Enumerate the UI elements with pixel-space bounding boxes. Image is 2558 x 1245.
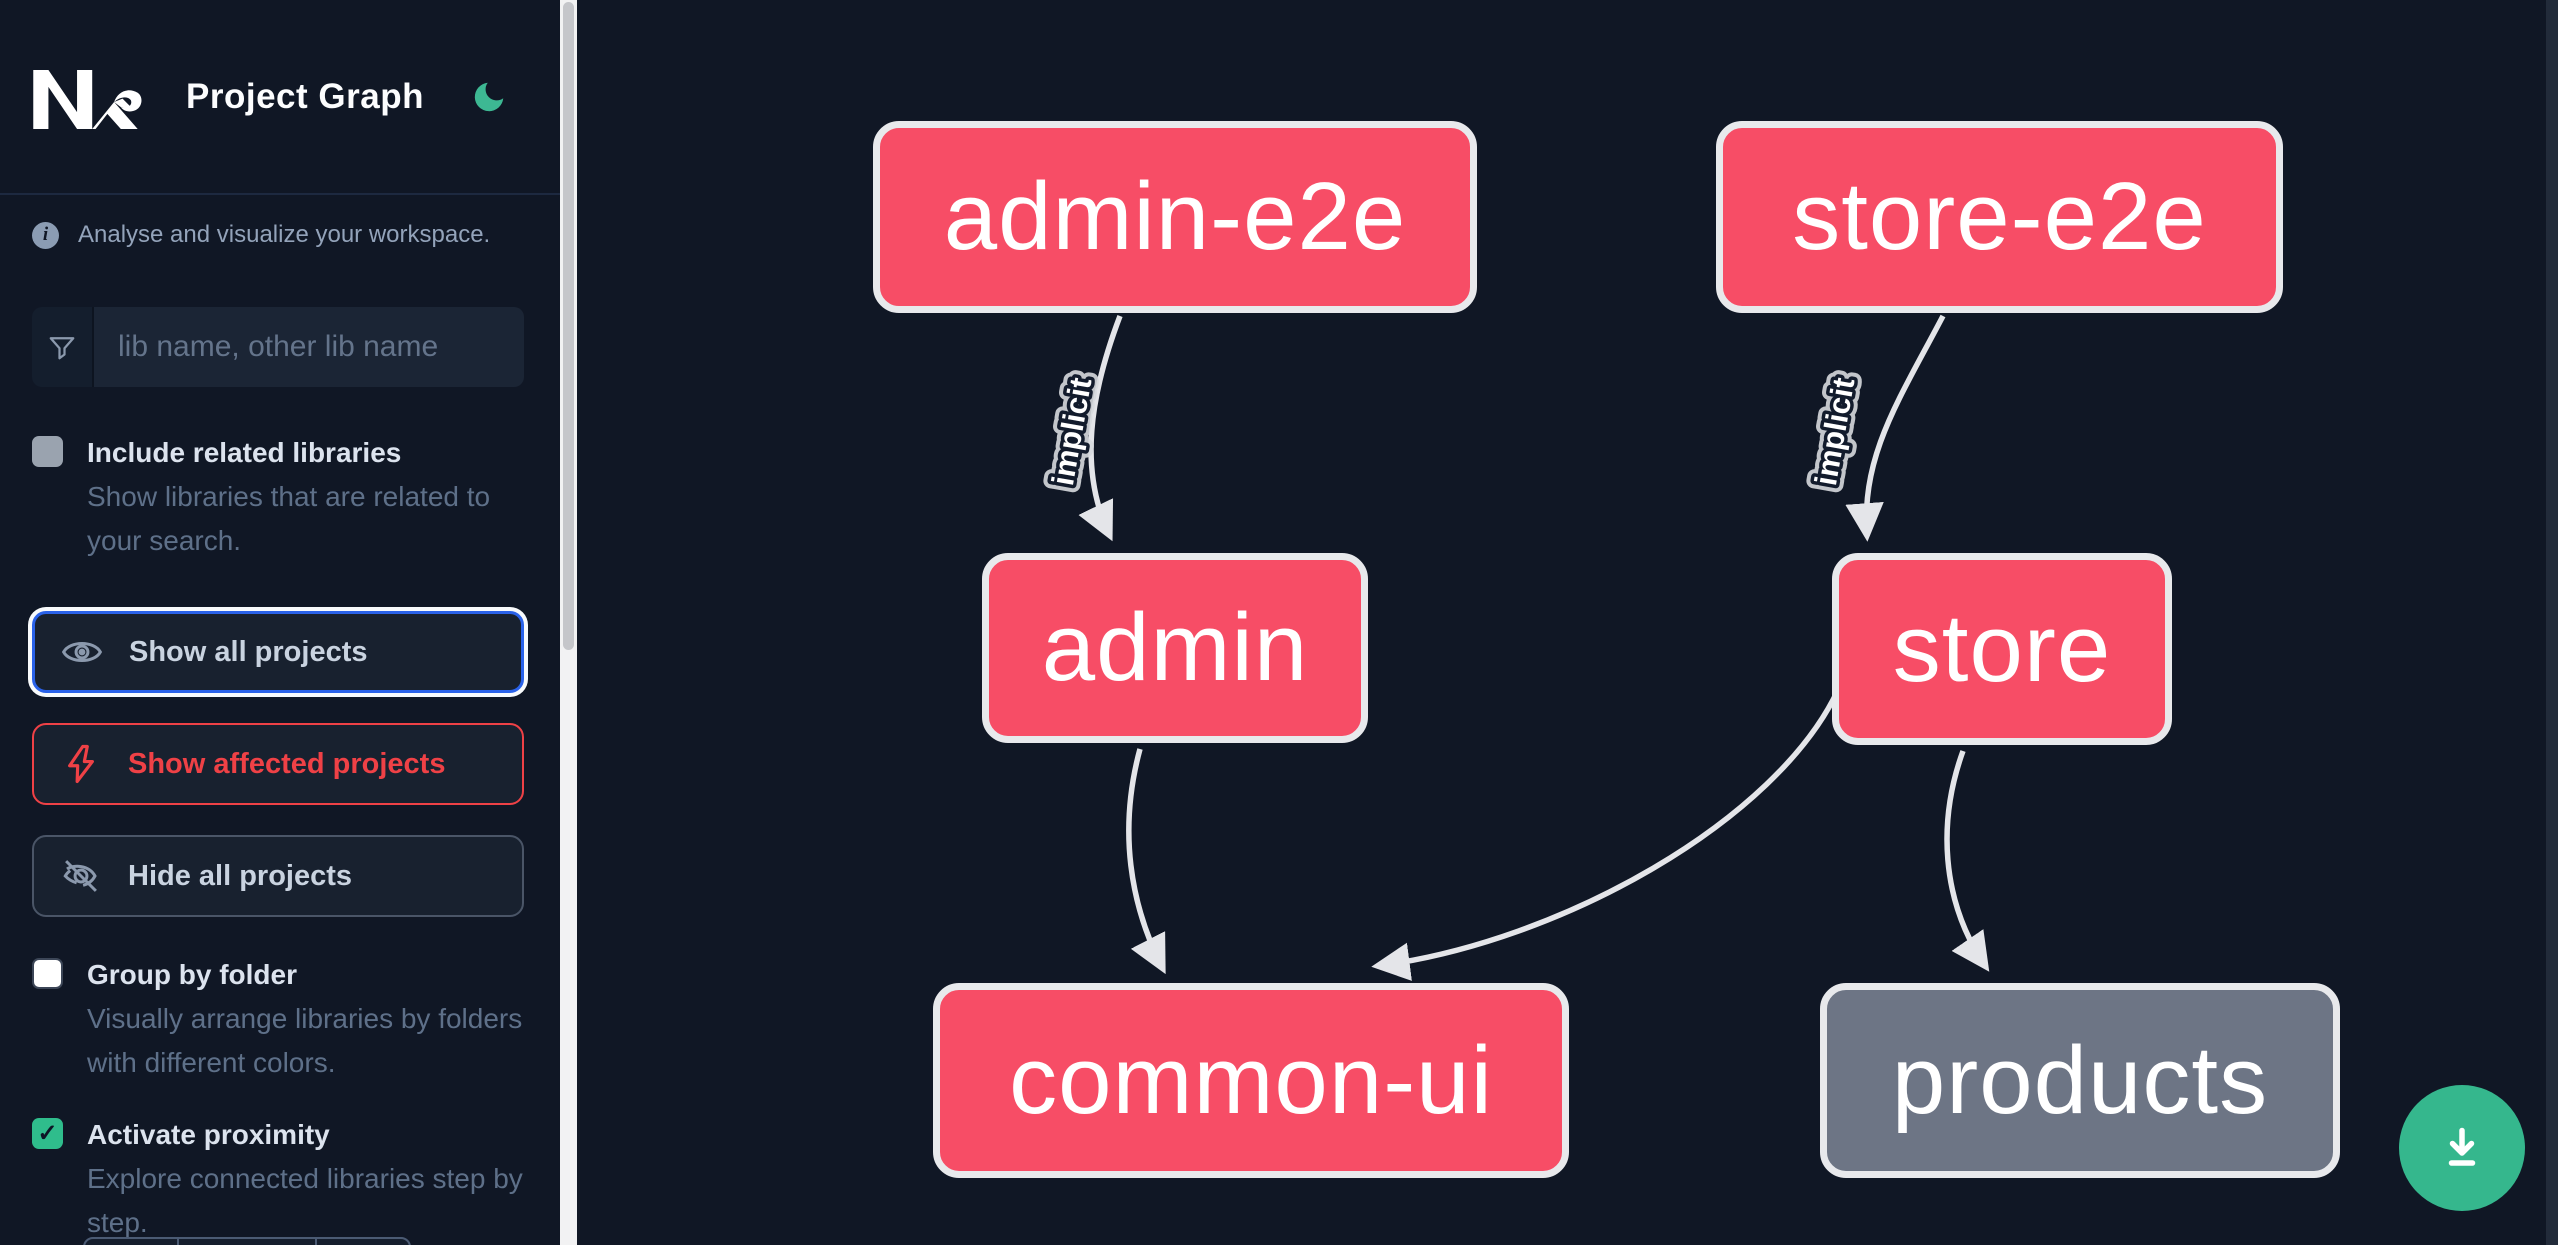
canvas-scrollbar-track[interactable] <box>2546 0 2558 1245</box>
include-related-checkbox[interactable] <box>32 436 63 467</box>
eye-icon <box>61 631 103 673</box>
option-description: Show libraries that are related to your … <box>87 481 491 556</box>
edge-admin-e2e-admin <box>1078 315 1123 542</box>
stepper-increment[interactable] <box>317 1239 409 1245</box>
proximity-stepper-partial[interactable] <box>83 1237 411 1245</box>
graph-node-common-ui[interactable]: common-ui <box>933 983 1569 1178</box>
theme-toggle-button[interactable] <box>470 78 508 116</box>
graph-edges: implicit implicit implicit implicit impl… <box>1038 314 1990 981</box>
check-icon: ✓ <box>37 1120 58 1147</box>
option-group-by-folder: Group by folder Visually arrange librari… <box>32 953 528 1085</box>
download-graph-button[interactable] <box>2399 1085 2525 1211</box>
option-label: Group by folder <box>87 959 297 990</box>
sidebar: Project Graph i Analyse and visualize yo… <box>0 0 560 1245</box>
sidebar-scrollbar[interactable] <box>560 0 577 1245</box>
graph-node-products[interactable]: products <box>1820 983 2340 1178</box>
bolt-icon <box>60 743 102 785</box>
edge-label-implicit-2: implicit implicit implicit <box>1801 368 1869 496</box>
eye-off-icon <box>60 855 102 897</box>
option-label: Include related libraries <box>87 437 402 468</box>
graph-node-admin-e2e[interactable]: admin-e2e <box>873 121 1477 313</box>
button-label: Show affected projects <box>128 747 446 780</box>
sidebar-content: i Analyse and visualize your workspace. … <box>0 195 560 1245</box>
activate-proximity-checkbox[interactable]: ✓ <box>32 1118 63 1149</box>
option-activate-proximity: ✓ Activate proximity Explore connected l… <box>32 1113 528 1245</box>
group-by-folder-checkbox[interactable] <box>32 958 63 989</box>
nx-logo <box>33 69 142 129</box>
option-label: Activate proximity <box>87 1119 330 1150</box>
info-text: Analyse and visualize your workspace. <box>78 221 491 248</box>
svg-text:implicit: implicit <box>1808 375 1861 488</box>
stepper-value <box>179 1239 317 1245</box>
edge-admin-common-ui <box>1126 748 1166 975</box>
download-icon <box>2448 1127 2476 1166</box>
sidebar-header: Project Graph <box>0 0 560 195</box>
project-graph-canvas[interactable]: implicit implicit implicit implicit impl… <box>577 0 2558 1245</box>
show-affected-projects-button[interactable]: Show affected projects <box>32 723 524 805</box>
sidebar-scrollbar-thumb[interactable] <box>563 2 574 650</box>
moon-icon <box>474 82 504 111</box>
button-label: Hide all projects <box>128 859 353 892</box>
show-all-projects-button[interactable]: Show all projects <box>32 611 524 693</box>
stepper-decrement[interactable] <box>85 1239 180 1245</box>
option-description: Visually arrange libraries by folders wi… <box>87 1003 523 1078</box>
edge-store-common-ui <box>1371 688 1841 981</box>
page-title: Project Graph <box>186 76 424 116</box>
workspace-info: i Analyse and visualize your workspace. <box>32 221 528 249</box>
filter-funnel-icon <box>32 307 94 387</box>
graph-node-store-e2e[interactable]: store-e2e <box>1716 121 2283 313</box>
edge-store-e2e-store <box>1845 314 1946 542</box>
graph-node-admin[interactable]: admin <box>982 553 1368 743</box>
option-description: Explore connected libraries step by step… <box>87 1163 523 1238</box>
info-icon: i <box>32 221 59 249</box>
edge-store-products <box>1944 750 1990 972</box>
hide-all-projects-button[interactable]: Hide all projects <box>32 835 524 917</box>
button-label: Show all projects <box>129 635 368 668</box>
graph-node-store[interactable]: store <box>1832 553 2172 745</box>
search-box <box>32 307 524 387</box>
project-actions: Show all projects Show affected projects <box>32 611 528 917</box>
option-include-related: Include related libraries Show libraries… <box>32 431 528 563</box>
search-input[interactable] <box>94 307 524 387</box>
